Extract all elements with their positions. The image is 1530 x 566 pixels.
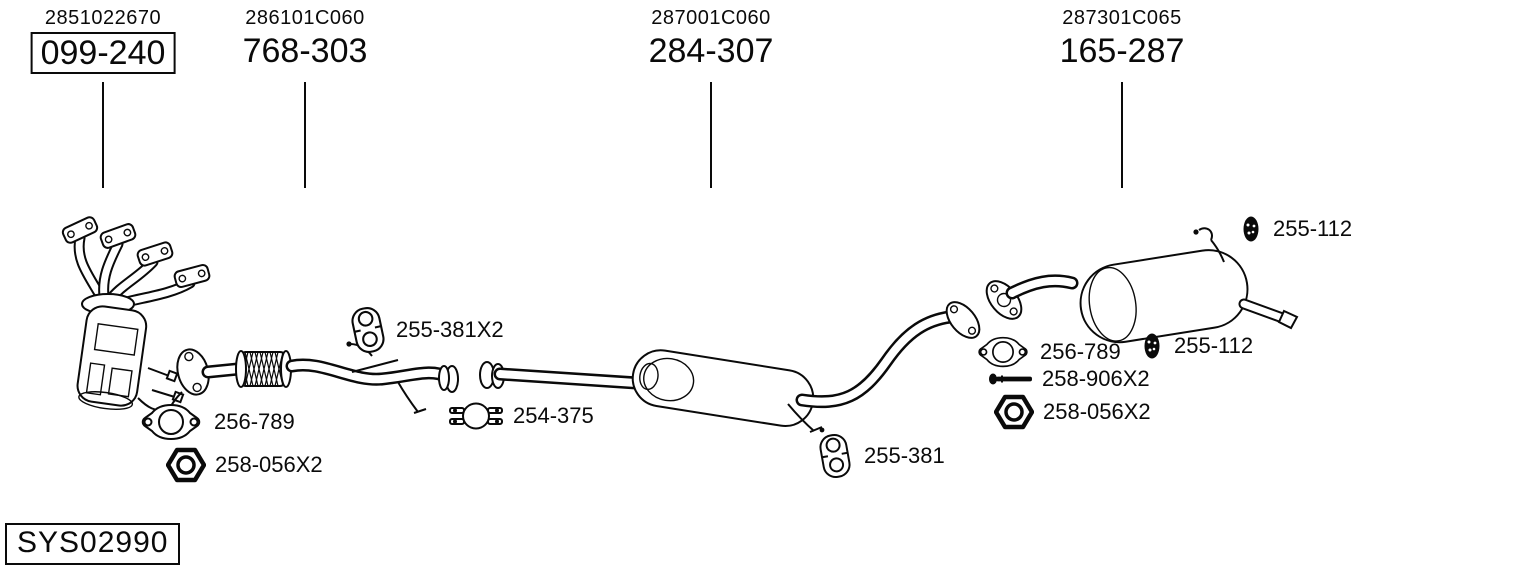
leader-line-4 xyxy=(1121,82,1123,188)
manifold-catalytic-converter-drawing xyxy=(61,216,211,411)
part-label-mid-hanger: 255-381 xyxy=(818,433,945,479)
part-label-text: 258-906X2 xyxy=(1042,366,1150,391)
header-group-2: 286101C060 768-303 xyxy=(243,6,368,70)
bolt-icon xyxy=(989,373,1032,385)
rubber-hanger-icon xyxy=(351,307,385,353)
gasket-icon xyxy=(141,403,201,441)
part-label-text: 254-375 xyxy=(513,403,594,428)
rear-muffler-drawing xyxy=(1079,227,1299,344)
grommet-icon xyxy=(1144,333,1160,359)
part-number: 165-287 xyxy=(1059,32,1185,70)
grommet-icon xyxy=(1243,216,1259,242)
leader-line-3 xyxy=(710,82,712,188)
part-label-text: 255-381X2 xyxy=(396,317,504,342)
part-label-rear-gasket: 256-789 xyxy=(976,334,1121,370)
header-group-3: 287001C060 284-307 xyxy=(649,6,774,70)
header-group-1: 2851022670 099-240 xyxy=(30,6,176,74)
part-label-front-nut: 258-056X2 xyxy=(166,447,323,483)
rear-pipe-flanges-drawing xyxy=(945,274,1079,339)
part-label-center-clamp: 254-375 xyxy=(449,399,594,433)
hex-nut-icon xyxy=(994,394,1034,430)
part-label-front-gasket: 256-789 xyxy=(139,402,295,442)
part-number: 284-307 xyxy=(648,32,774,70)
part-label-front-hanger: 255-381X2 xyxy=(350,306,504,354)
part-label-text: 258-056X2 xyxy=(215,452,323,477)
oem-number: 2851022670 xyxy=(44,7,162,29)
part-label-tail-grommet-bottom: 255-112 xyxy=(1143,332,1253,360)
oem-number: 287301C065 xyxy=(1062,7,1182,29)
pipe-clamp-icon xyxy=(449,402,503,430)
part-label-text: 256-789 xyxy=(214,409,295,434)
part-label-text: 258-056X2 xyxy=(1043,399,1151,424)
part-label-tail-grommet-top: 255-112 xyxy=(1242,215,1352,243)
oem-number: 287001C060 xyxy=(651,7,771,29)
part-label-text: 255-112 xyxy=(1273,216,1353,241)
rubber-hanger-icon xyxy=(819,433,851,479)
center-pipe-drawing xyxy=(479,361,659,391)
gasket-icon xyxy=(978,336,1028,368)
part-label-rear-nut: 258-056X2 xyxy=(994,394,1151,430)
leader-line-1 xyxy=(102,82,104,188)
part-label-text: 255-112 xyxy=(1174,333,1254,358)
middle-muffler-drawing xyxy=(631,310,957,433)
part-number: 768-303 xyxy=(242,32,368,70)
oem-number: 286101C060 xyxy=(245,7,365,29)
system-code-box: SYS02990 xyxy=(5,523,181,565)
hex-nut-icon xyxy=(166,447,206,483)
leader-line-2 xyxy=(304,82,306,188)
front-flex-pipe-drawing xyxy=(167,341,459,426)
part-number-boxed: 099-240 xyxy=(30,32,176,74)
part-label-rear-bolt: 258-906X2 xyxy=(988,366,1150,392)
part-label-text: 256-789 xyxy=(1040,339,1121,364)
header-group-4: 287301C065 165-287 xyxy=(1060,6,1185,70)
part-label-text: 255-381 xyxy=(864,443,945,468)
